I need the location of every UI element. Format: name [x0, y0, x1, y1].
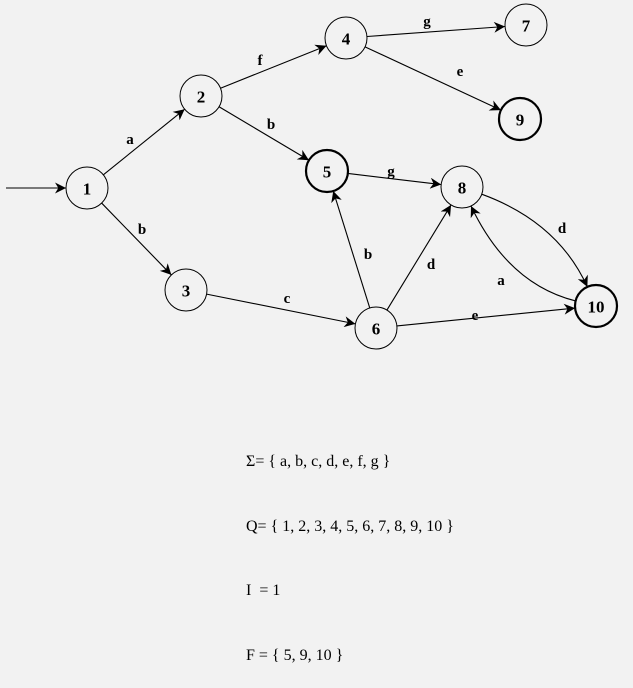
transition-label-5-8: g [387, 164, 395, 180]
state-label-1: 1 [83, 180, 92, 199]
state-circle-2 [179, 74, 223, 118]
transition-label-6-10: e [472, 308, 479, 324]
transition-label-4-9: e [457, 64, 464, 80]
state-circle-5 [304, 148, 350, 194]
transition-label-6-8: d [427, 257, 436, 273]
transition-5-8: g [347, 164, 442, 189]
state-circle-1 [65, 166, 109, 210]
state-circle-7 [504, 3, 548, 47]
transition-arrow-2-4 [220, 44, 327, 89]
state-node-6: 6 [354, 306, 398, 350]
transition-arrow-6-5 [331, 190, 371, 309]
transition-label-2-4: f [258, 53, 264, 69]
transition-label-8-10: d [558, 221, 567, 237]
transition-label-3-6: c [284, 291, 291, 307]
state-circle-9 [497, 96, 543, 142]
transition-arrow-1-3 [101, 202, 172, 276]
transitions-layer: a b f b g e g c b d e d a [101, 14, 588, 328]
state-node-2: 2 [179, 74, 223, 118]
state-node-4: 4 [324, 16, 368, 60]
transition-arrow-4-9 [364, 46, 502, 111]
transition-1-3: b [101, 202, 172, 276]
state-node-7: 7 [504, 3, 548, 47]
state-label-2: 2 [197, 88, 206, 107]
final-states-definition: F = { 5, 9, 10 } [246, 646, 344, 664]
transition-label-6-5: b [364, 247, 372, 263]
transition-arrow-2-5 [218, 106, 310, 161]
state-label-9: 9 [516, 111, 525, 130]
automaton-definition: Σ= { a, b, c, d, e, f, g } Q= { 1, 2, 3,… [246, 408, 454, 688]
state-label-10: 10 [588, 298, 605, 317]
state-circle-10 [573, 283, 619, 329]
transition-arrow-3-6 [206, 293, 356, 328]
transition-10-8: a [470, 205, 576, 302]
state-label-3: 3 [182, 282, 191, 301]
transition-label-10-8: a [497, 273, 505, 289]
transition-2-5: b [218, 106, 310, 161]
transition-arrow-4-7 [366, 21, 506, 38]
state-label-4: 4 [342, 30, 351, 49]
states-definition: Q= { 1, 2, 3, 4, 5, 6, 7, 8, 9, 10 } [246, 517, 454, 535]
transition-label-1-3: b [138, 222, 146, 238]
state-node-10: 10 [573, 283, 619, 329]
state-label-7: 7 [522, 17, 531, 36]
transition-6-5: b [331, 190, 372, 309]
transition-arrow-6-8 [386, 204, 452, 311]
alphabet-definition: Σ= { a, b, c, d, e, f, g } [246, 453, 391, 470]
states-layer: 1 2 3 4 5 6 7 8 9 10 [65, 3, 619, 350]
state-node-3: 3 [164, 268, 208, 312]
state-circle-8 [440, 165, 484, 209]
transition-label-1-2: a [126, 132, 134, 148]
state-circle-3 [164, 268, 208, 312]
transition-4-9: e [364, 46, 502, 111]
transition-8-10: d [481, 193, 588, 288]
state-label-8: 8 [458, 179, 467, 198]
transition-3-6: c [206, 291, 356, 328]
state-node-1: 1 [65, 166, 109, 210]
transition-label-4-7: g [423, 14, 431, 30]
transition-arrow-1-2 [102, 108, 186, 176]
automaton-diagram: a b f b g e g c b d e d a 1 2 3 4 5 6 7 8 9 10 [6, 3, 619, 350]
state-node-9: 9 [497, 96, 543, 142]
transition-2-4: f [220, 44, 327, 89]
transition-arrow-10-8 [470, 205, 576, 302]
transition-arrow-8-10 [481, 193, 588, 288]
transition-arrow-6-10 [396, 303, 576, 327]
state-label-6: 6 [372, 320, 381, 339]
transition-6-8: d [386, 204, 452, 311]
transition-6-10: e [396, 303, 576, 327]
transition-label-2-5: b [267, 117, 275, 133]
state-node-5: 5 [304, 148, 350, 194]
transition-1-2: a [102, 108, 186, 176]
transition-arrow-5-8 [347, 172, 442, 189]
state-label-5: 5 [323, 163, 332, 182]
state-circle-6 [354, 306, 398, 350]
state-node-8: 8 [440, 165, 484, 209]
initial-state-definition: I = 1 [246, 582, 281, 599]
transition-4-7: g [366, 14, 506, 38]
state-circle-4 [324, 16, 368, 60]
